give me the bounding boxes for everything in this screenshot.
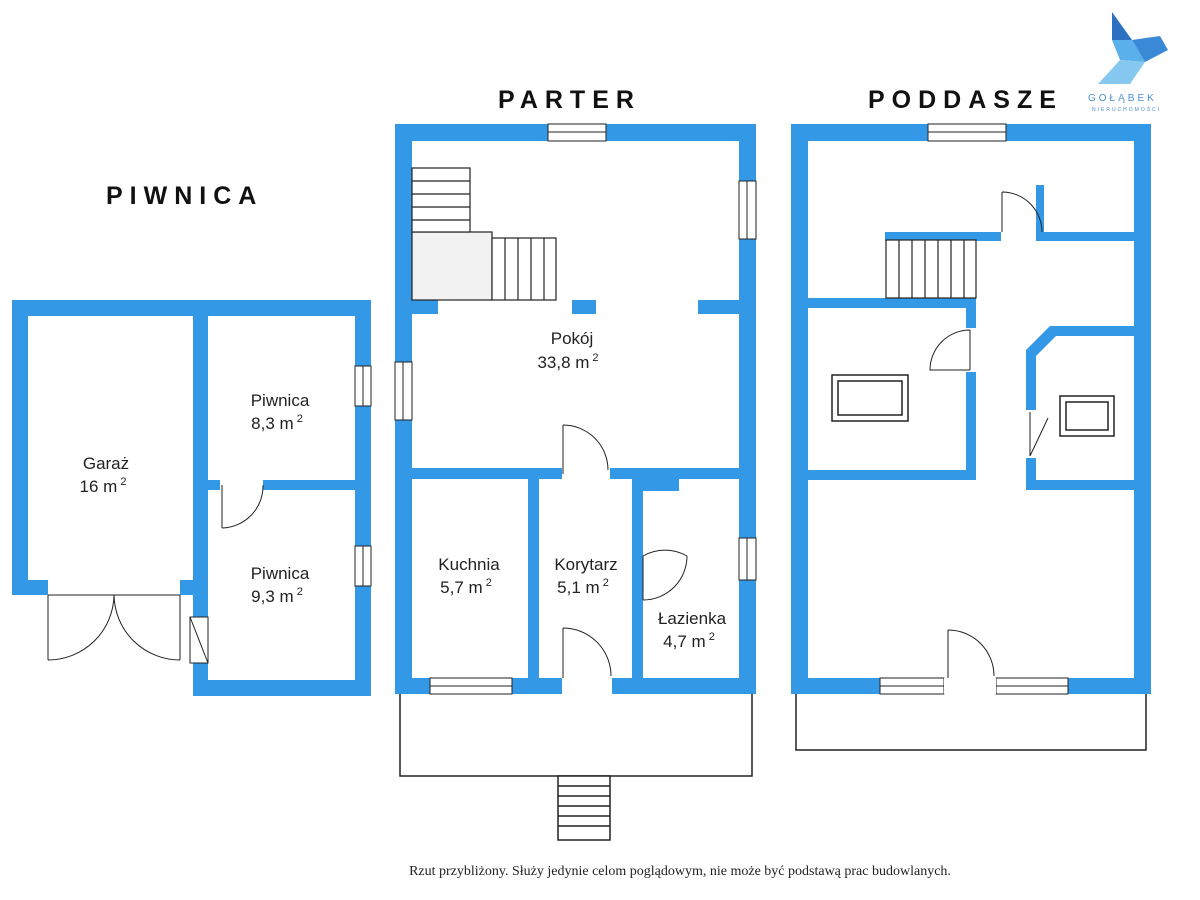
wall — [808, 298, 976, 308]
parter-terrace — [399, 694, 753, 841]
pokoj-door — [562, 424, 609, 474]
balcony-outline — [795, 694, 1147, 751]
wall — [885, 232, 1001, 241]
wall — [1026, 458, 1036, 490]
room-name-lazienka: Łazienka — [658, 609, 727, 628]
wall — [1026, 480, 1134, 490]
disclaimer-text: Rzut przybliżony. Służy jedynie celom po… — [409, 864, 951, 879]
wall — [193, 300, 208, 595]
stairs-upper — [411, 167, 471, 233]
entrance-door — [562, 627, 612, 678]
piwnica-openings — [354, 365, 372, 587]
poddasze-doors — [929, 191, 1049, 678]
entrance-gap — [562, 678, 612, 694]
wall — [610, 468, 739, 479]
floor-title-piwnica: PIWNICA — [106, 182, 263, 210]
lazienka-door — [642, 549, 688, 601]
parter-openings — [394, 123, 757, 695]
room-name-garaz: Garaż — [83, 454, 129, 473]
wall — [12, 300, 28, 595]
wall — [791, 124, 808, 694]
balcony-door — [947, 629, 995, 678]
wall — [193, 680, 371, 696]
wall — [208, 480, 220, 490]
room-name-piwnica-1: Piwnica — [251, 391, 310, 410]
parter-stairs — [411, 167, 557, 301]
skylight-inner — [1065, 401, 1109, 431]
garage-door-right — [113, 594, 181, 661]
wall — [528, 479, 539, 678]
room-name-kuchnia: Kuchnia — [438, 555, 500, 574]
poddasze-stairs — [885, 239, 977, 299]
poddasze-openings — [879, 123, 1069, 695]
wall — [412, 468, 562, 479]
golabek-logo: GOŁĄBEK NIERUCHOMOŚCI — [1088, 12, 1168, 113]
attic-stairs — [885, 239, 977, 299]
side-door-swing — [189, 616, 209, 664]
poddasze-skylights — [831, 374, 1115, 437]
wall — [1044, 232, 1134, 241]
logo-sub: NIERUCHOMOŚCI — [1092, 105, 1161, 113]
wall — [643, 479, 679, 491]
floor-title-poddasze: PODDASZE — [868, 86, 1063, 114]
room-name-pokoj: Pokój — [551, 329, 594, 348]
wall — [966, 372, 976, 480]
logo-bird-shape — [1112, 40, 1145, 62]
wall — [12, 300, 371, 316]
room-name-piwnica-2: Piwnica — [251, 564, 310, 583]
terrace-outline — [399, 694, 753, 777]
wall — [572, 300, 596, 314]
wall — [1134, 124, 1151, 694]
attic-door-top — [1001, 191, 1043, 233]
wall — [263, 480, 355, 490]
floor-title-parter: PARTER — [498, 86, 641, 114]
wall — [966, 308, 976, 328]
attic-door-left — [929, 329, 971, 371]
doorway-gap — [562, 468, 610, 479]
piwnica-doors — [47, 484, 264, 664]
attic-door-right — [1029, 412, 1049, 457]
logo-bird-shape — [1132, 36, 1168, 62]
wall — [808, 470, 976, 480]
wall — [12, 580, 48, 595]
wall — [632, 479, 643, 678]
poddasze-balcony — [795, 694, 1147, 751]
wall — [1026, 350, 1036, 410]
room-name-korytarz: Korytarz — [554, 555, 617, 574]
garage-door-left — [47, 594, 115, 661]
wall — [1050, 326, 1134, 336]
wall — [1036, 185, 1044, 241]
cellar-door — [221, 484, 264, 529]
wall — [412, 300, 438, 314]
balcony-door-gap — [944, 678, 996, 694]
wall — [528, 479, 539, 495]
parter-doors — [562, 424, 688, 678]
stairs-lower — [491, 237, 557, 301]
skylight-inner — [837, 380, 903, 416]
logo-bird-shape — [1098, 60, 1145, 84]
logo-name: GOŁĄBEK — [1088, 93, 1157, 104]
wall — [698, 300, 739, 314]
wall — [355, 300, 371, 696]
stair-landing — [411, 231, 493, 301]
logo-bird-shape — [1112, 12, 1132, 40]
